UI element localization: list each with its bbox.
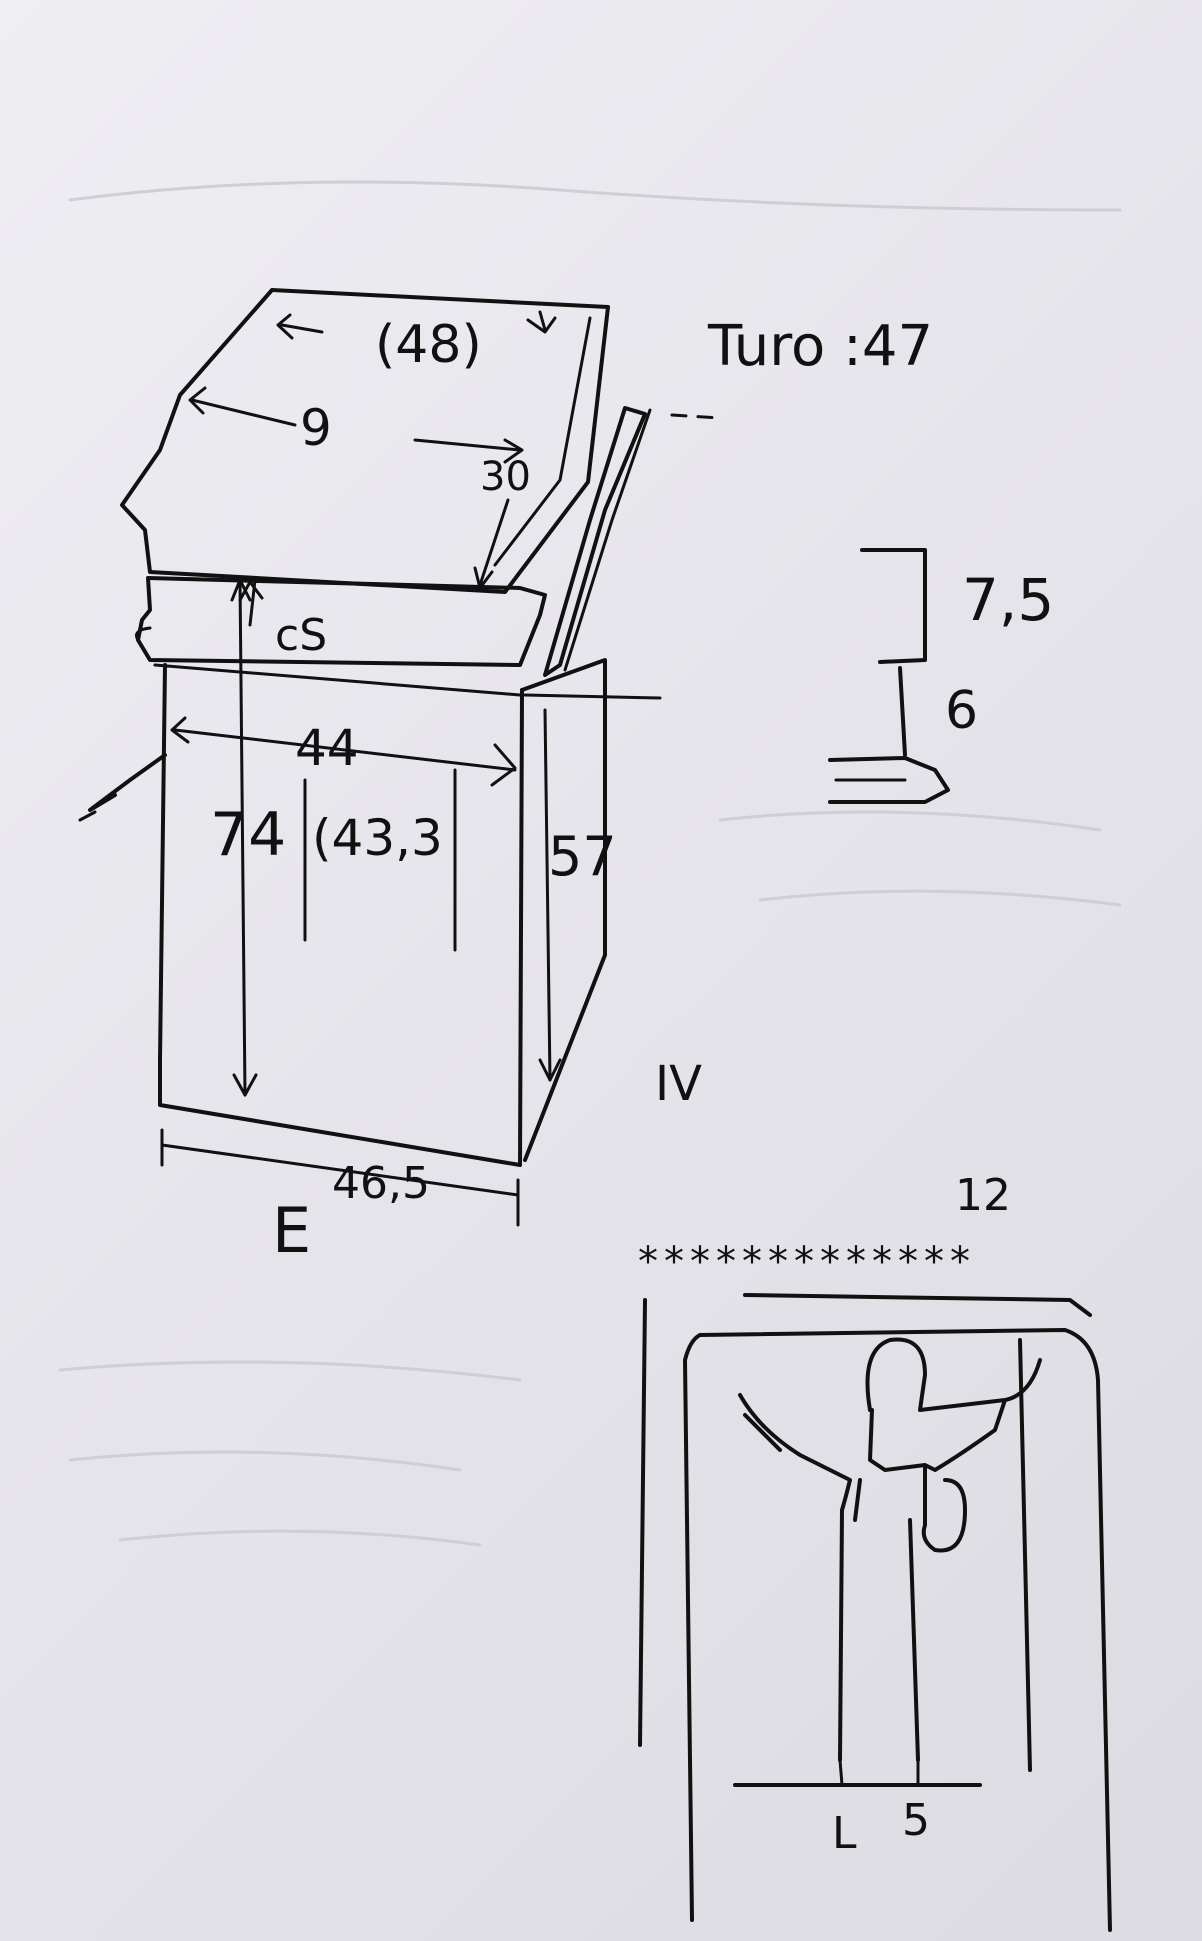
label-detail-mid: 6 (945, 681, 978, 741)
cabinet-labels: (48) 9 30 cS 44 74 (43,3 57 46,5 E Turo … (210, 314, 933, 1267)
label-side-height: 57 (548, 825, 617, 888)
lid-outline (120, 288, 610, 594)
label-fig-numeral: IV (655, 1056, 702, 1112)
side-board (543, 406, 647, 677)
label-panel-letter: E (272, 1194, 311, 1267)
label-fig-number: 12 (955, 1170, 1011, 1221)
label-top-width: 9 (300, 399, 332, 457)
label-top-depth: (48) (375, 315, 482, 375)
label-detail-top: 7,5 (962, 566, 1054, 634)
label-fig-left-mark: L (832, 1808, 857, 1859)
lid-inner-edge (493, 316, 592, 567)
dim-base-line (160, 1143, 520, 1197)
label-height-inner: (43,3 (312, 809, 443, 867)
hinge-strip (136, 576, 547, 667)
ghost-lines (58, 180, 1122, 1547)
body-side (520, 658, 607, 1162)
star-border: ************* (638, 1239, 976, 1285)
label-fig-base: 5 (902, 1795, 930, 1846)
crucified-figure (738, 1337, 1042, 1762)
front-edge-line (153, 663, 522, 697)
cabinet-sketch (78, 288, 662, 1227)
dim-side-arrow (543, 708, 552, 1082)
outer-frame (638, 1298, 647, 1747)
label-height-left: 74 (210, 800, 286, 870)
label-front-width: 44 (295, 719, 359, 777)
dim-height-arrow (238, 578, 247, 1097)
body-front (158, 663, 524, 1167)
label-top-front: cS (275, 610, 327, 661)
label-turo: Turo :47 (707, 314, 933, 379)
dim-width-arrow (173, 728, 517, 772)
label-base-width: 46,5 (332, 1158, 430, 1209)
figure-panel: IV 12 ************* 5 L (638, 1056, 1112, 1932)
hinge-detail: 7,5 6 (828, 548, 1054, 804)
label-top-small: 30 (480, 454, 531, 500)
